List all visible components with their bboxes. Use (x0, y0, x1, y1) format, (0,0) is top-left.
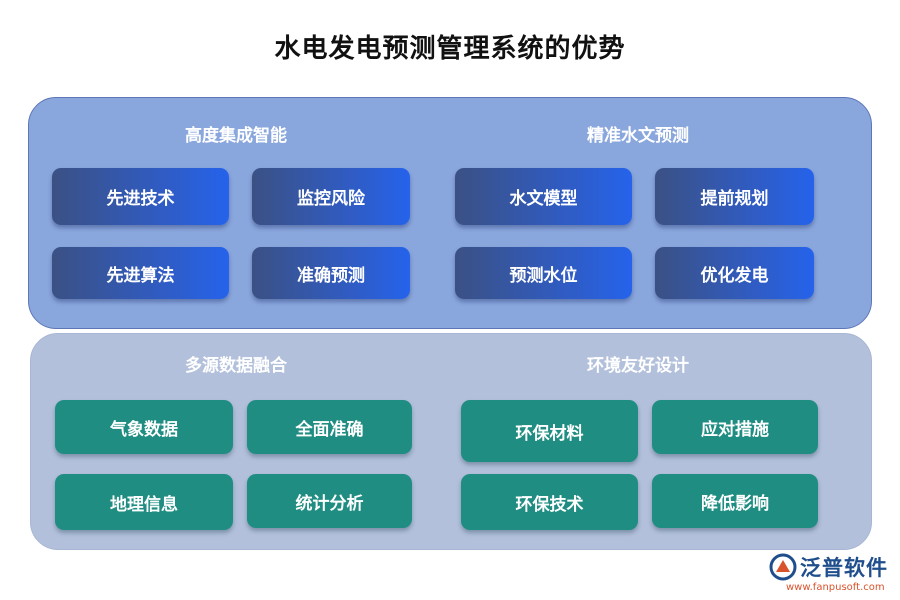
item-predict-water-level: 预测水位 (455, 247, 632, 299)
logo-url: www.fanpusoft.com (786, 582, 885, 593)
section-title-integrated-intelligence: 高度集成智能 (185, 126, 287, 146)
section-title-hydrology-prediction: 精准水文预测 (587, 126, 689, 146)
item-statistical-analysis: 统计分析 (247, 474, 412, 528)
section-title-data-fusion: 多源数据融合 (185, 356, 287, 376)
item-eco-materials: 环保材料 (461, 400, 638, 462)
brand-logo: 泛普软件 www.fanpusoft.com (768, 548, 896, 596)
item-weather-data: 气象数据 (55, 400, 233, 454)
item-optimize-generation: 优化发电 (655, 247, 814, 299)
item-eco-technology: 环保技术 (461, 474, 638, 530)
item-response-measures: 应对措施 (652, 400, 818, 454)
item-comprehensive-accurate: 全面准确 (247, 400, 412, 454)
item-advanced-algorithm: 先进算法 (52, 247, 229, 299)
item-accurate-prediction: 准确预测 (252, 247, 410, 299)
item-monitor-risk: 监控风险 (252, 168, 410, 225)
item-geographic-info: 地理信息 (55, 474, 233, 530)
item-reduce-impact: 降低影响 (652, 474, 818, 528)
page-title: 水电发电预测管理系统的优势 (274, 34, 626, 64)
fanpu-logo-icon (769, 553, 797, 581)
item-advance-planning: 提前规划 (655, 168, 814, 225)
item-advanced-tech: 先进技术 (52, 168, 229, 225)
logo-name: 泛普软件 (800, 556, 888, 580)
section-title-eco-design: 环境友好设计 (587, 356, 689, 376)
item-hydrology-model: 水文模型 (455, 168, 632, 225)
